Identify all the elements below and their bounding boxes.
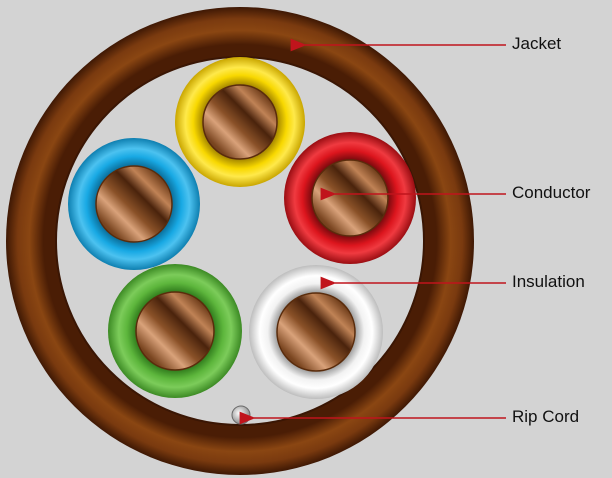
conductor-label: Conductor — [512, 183, 590, 203]
jacket-label: Jacket — [512, 34, 561, 54]
insulation-label: Insulation — [512, 272, 585, 292]
blue-conductor — [68, 138, 200, 270]
yellow-conductor — [175, 57, 305, 187]
red-conductor — [284, 132, 416, 264]
white-conductor — [249, 265, 383, 399]
green-conductor — [108, 264, 242, 398]
rip-cord-label: Rip Cord — [512, 407, 579, 427]
rip-cord — [232, 406, 250, 424]
